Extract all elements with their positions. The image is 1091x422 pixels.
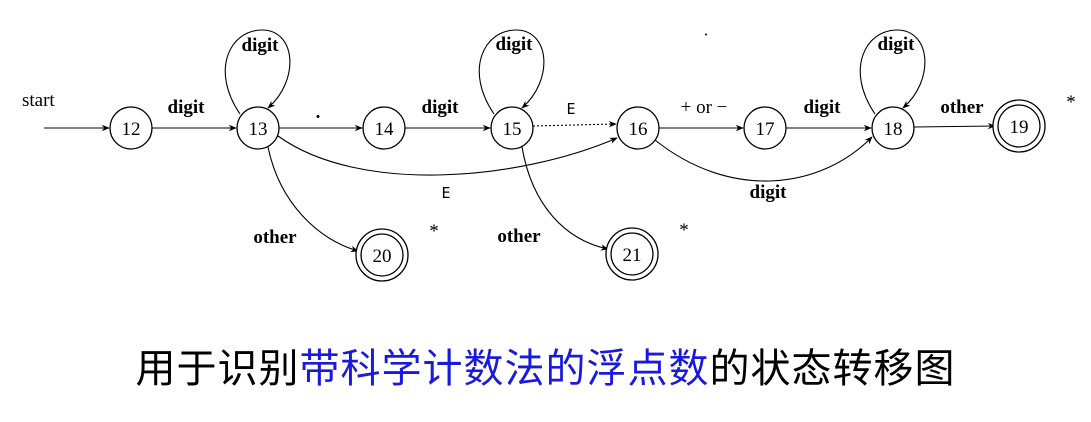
state-21: 21 (605, 227, 659, 281)
state-17-circle (743, 106, 787, 150)
state-15-circle (490, 106, 534, 150)
transition-edges (44, 29, 996, 253)
state-13: 13 (236, 106, 280, 150)
state-14: 14 (362, 106, 406, 150)
state-19-retract-mark: * (1066, 92, 1076, 113)
state-12-label: 12 (122, 119, 141, 140)
state-19: 19 (992, 99, 1046, 153)
edge-13-to-13 (224, 29, 291, 115)
diagram-caption: 用于识别带科学计数法的浮点数的状态转移图 (0, 336, 1091, 394)
edge-13-to-13-label: digit (242, 35, 280, 56)
edge-18-to-18 (859, 29, 926, 115)
edge-13-to-16-label: E (441, 184, 450, 202)
edge-13-to-20-label: other (253, 227, 297, 248)
edge-14-to-15-label: digit (422, 97, 460, 118)
state-13-circle (236, 106, 280, 150)
state-18: 18 (871, 106, 915, 150)
state-13-label: 13 (249, 119, 268, 140)
state-15-label: 15 (503, 119, 522, 140)
state-21-label: 21 (623, 245, 642, 266)
edge-15-to-16 (532, 120, 617, 128)
state-14-circle (362, 106, 406, 150)
edge-15-to-21-label: other (497, 226, 541, 247)
stray-mark: ˙ (703, 30, 709, 51)
caption-highlight: 带科学计数法的浮点数 (299, 346, 710, 392)
state-19-label: 19 (1010, 117, 1029, 138)
edge-15-to-21 (521, 146, 609, 251)
edge-16-to-18 (654, 136, 873, 182)
edge-17-to-18-label: digit (804, 97, 842, 118)
state-17: 17 (743, 106, 787, 150)
edge-18-to-18-label: digit (878, 34, 916, 55)
edge-15-to-15-label: digit (496, 34, 534, 55)
state-19-circle (997, 104, 1041, 148)
state-18-circle (871, 106, 915, 150)
edge-13-to-20 (267, 146, 359, 253)
state-15: 15 (490, 106, 534, 150)
state-18-label: 18 (884, 119, 903, 140)
edge-15-to-16-label: E (566, 100, 575, 118)
edge-18-to-19 (913, 122, 996, 130)
caption-suffix: 的状态转移图 (709, 346, 956, 392)
state-21-retract-mark: * (679, 220, 689, 241)
state-20-label: 20 (373, 246, 392, 267)
state-16-label: 16 (629, 119, 648, 140)
state-20-circle (360, 233, 404, 277)
edge-13-to-16 (277, 135, 618, 176)
caption-prefix: 用于识别 (135, 346, 300, 392)
state-nodes: 12 13 14 15 16 17 18 19 20 21 (109, 99, 1046, 282)
edge-18-to-19-label: other (940, 97, 984, 118)
edge-13-to-14-label: . (316, 102, 321, 123)
state-transition-diagram: 12 13 14 15 16 17 18 19 20 21 start digit digit. dig… (22, 29, 1076, 282)
state-17-label: 17 (756, 119, 775, 140)
state-20: 20 (355, 228, 409, 282)
state-21-circle (610, 232, 654, 276)
state-16: 16 (616, 106, 660, 150)
state-16-circle (616, 106, 660, 150)
edge-15-to-15 (478, 29, 545, 115)
state-12: 12 (109, 106, 153, 150)
edge-16-to-18-label: digit (750, 182, 788, 203)
edge-12-to-13-label: digit (168, 97, 206, 118)
start-label: start (22, 90, 55, 111)
state-20-retract-mark: * (429, 221, 439, 242)
state-12-circle (109, 106, 153, 150)
state-14-label: 14 (375, 119, 395, 140)
edge-16-to-17-label: + or − (681, 97, 728, 118)
